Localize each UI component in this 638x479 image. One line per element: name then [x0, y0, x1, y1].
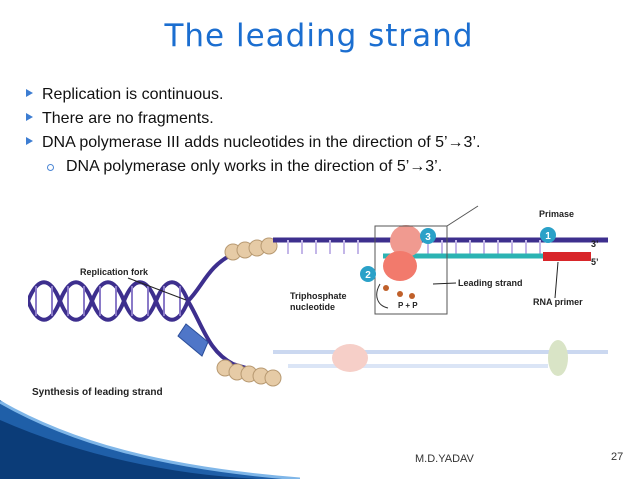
bullet-text: Replication is continuous. — [42, 86, 224, 103]
dna-polymerase-iii — [383, 251, 417, 281]
step-1-marker — [540, 227, 556, 243]
three-prime-label: 3’ — [591, 239, 599, 249]
rna-primer-pointer — [554, 261, 559, 299]
synthesis-label: Synthesis of leading strand — [32, 387, 163, 398]
page-number: 27 — [611, 451, 624, 463]
triangle-bullet-icon — [26, 137, 33, 145]
parental-helix — [28, 280, 190, 322]
corner-decoration — [0, 400, 300, 479]
helicase — [177, 323, 209, 357]
triphosphate-label-1: Triphosphate — [290, 291, 347, 301]
leading-strand-pointer — [432, 282, 457, 285]
helix-rungs — [35, 286, 181, 316]
binding-proteins — [216, 237, 282, 387]
step-1-label: 1 — [545, 231, 551, 242]
nucleotide-beads — [383, 285, 415, 299]
slide-title: The leading strand — [164, 18, 474, 54]
zoom-line — [446, 205, 479, 227]
step-3-marker — [420, 228, 436, 244]
footer-author: M.D.YADAV — [415, 453, 474, 465]
primase-label: Primase — [539, 209, 574, 219]
triphosphate-label-2: nucleotide — [290, 302, 335, 312]
sub-bullet-text: DNA polymerase only works in the directi… — [66, 158, 443, 175]
step-2-marker — [360, 266, 376, 282]
triangle-bullet-icon — [26, 113, 33, 121]
step-2-label: 2 — [365, 270, 371, 281]
circle-bullet-icon — [47, 164, 54, 171]
faded-polymerase — [332, 344, 368, 372]
nucleotide-arrow — [376, 283, 389, 309]
five-prime-label: 5’ — [591, 257, 599, 267]
triangle-bullet-icon — [26, 89, 33, 97]
rna-primer-label: RNA primer — [533, 297, 583, 307]
polymerase-clamp — [390, 225, 422, 257]
replication-fork-label: Replication fork — [80, 267, 149, 277]
zoom-box — [374, 225, 448, 315]
bullet-text: DNA polymerase III adds nucleotides in t… — [42, 134, 481, 151]
rna-primer-segment — [543, 252, 591, 261]
dna-replication-figure: 3 2 1 Replication fork Synthesis of lead… — [28, 205, 608, 398]
leading-strand-label: Leading strand — [458, 278, 523, 288]
fork-pointer — [127, 277, 187, 301]
faded-primase — [548, 340, 568, 376]
pp-label: P + P — [398, 301, 418, 310]
step-3-label: 3 — [425, 232, 431, 243]
bullet-text: There are no fragments. — [42, 110, 214, 127]
